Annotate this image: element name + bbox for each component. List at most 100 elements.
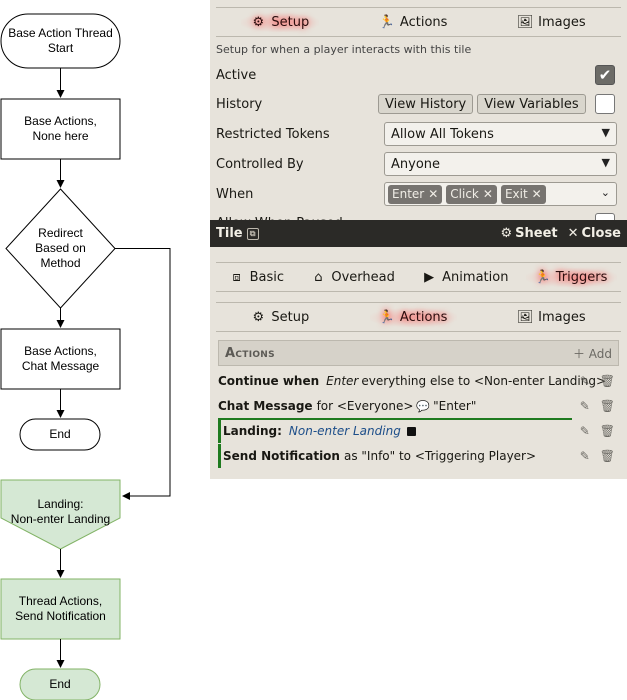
sheet-button[interactable]: ⚙ Sheet: [500, 226, 557, 241]
tab-triggers-label: Triggers: [555, 269, 608, 285]
node-thread-label: Thread Actions, Send Notification: [15, 594, 106, 623]
main-tabs: ⧈ Basic ⌂ Overhead ▶ Animation 🏃 Trigger…: [216, 262, 621, 292]
chevron-down-icon: ▼: [601, 156, 610, 169]
node-end2-shape: [19, 668, 101, 700]
action-row-chat[interactable]: Chat Message for <Everyone> 💬 "Enter" ✎🗑: [218, 394, 619, 418]
remove-icon[interactable]: ✕: [482, 187, 493, 201]
restricted-label: Restricted Tokens: [216, 126, 330, 142]
action-detail: everything else to <Non-enter Landing>: [361, 374, 606, 388]
landing-divider: [218, 418, 572, 420]
node-redirect-label: Redirect Based on Method: [35, 226, 86, 270]
subtab-actions[interactable]: 🏃 Actions: [369, 307, 458, 327]
setup-hint: Setup for when a player interacts with t…: [216, 43, 472, 56]
window-title: Tile: [216, 226, 243, 241]
home-icon: ⌂: [314, 269, 323, 285]
when-label: When: [216, 186, 254, 202]
close-button[interactable]: ✕ Close: [568, 226, 621, 241]
when-tag-click[interactable]: Click✕: [446, 184, 497, 204]
node-base2-shape: [0, 328, 121, 390]
gear-icon: ⚙: [500, 226, 513, 241]
subtab-actions-label: Actions: [399, 309, 448, 325]
trigger-subtabs: ⚙ Setup 🏃 Actions 🖼 Images: [216, 302, 621, 332]
node-base2-label: Base Actions, Chat Message: [21, 344, 100, 373]
running-icon: 🏃: [378, 309, 396, 325]
window-header[interactable]: Tile ⧉ ⚙ Sheet ✕ Close: [210, 220, 627, 247]
action-target: for <Everyone>: [316, 399, 414, 413]
edit-icon[interactable]: ✎: [579, 449, 590, 463]
gear-icon: ⚙: [252, 309, 265, 325]
remove-icon[interactable]: ✕: [428, 187, 439, 201]
remove-icon[interactable]: ✕: [531, 187, 542, 201]
node-start-label: Base Action Thread Start: [8, 26, 113, 55]
history-checkbox[interactable]: [595, 94, 615, 114]
edit-icon[interactable]: ✎: [579, 399, 590, 413]
trash-icon[interactable]: 🗑: [599, 374, 615, 388]
flowchart-shapes: [0, 13, 171, 700]
tab-basic[interactable]: ⧈ Basic: [220, 268, 294, 287]
sheet-label: Sheet: [515, 226, 558, 241]
tile-config-window: Tile ⧉ ⚙ Sheet ✕ Close ⧈ Basic ⌂ Overhea…: [210, 220, 627, 479]
subtab-setup[interactable]: ⚙ Setup: [241, 308, 319, 327]
image-icon: 🖼: [516, 14, 534, 30]
action-type: Landing:: [223, 424, 282, 438]
node-landing-shape: [0, 479, 121, 550]
action-detail: "Enter": [433, 399, 477, 413]
controlled-value: Anyone: [391, 156, 441, 172]
stop-icon: [406, 426, 416, 436]
trash-icon[interactable]: 🗑: [599, 449, 615, 463]
action-trigger: Enter: [326, 374, 359, 388]
active-checkbox[interactable]: ✔: [595, 65, 615, 85]
view-variables-button[interactable]: View Variables: [477, 94, 586, 114]
row-restricted: Restricted Tokens Allow All Tokens ▼: [216, 121, 619, 147]
subtab-images[interactable]: 🖼 Images: [508, 308, 596, 327]
add-label: Add: [588, 346, 612, 361]
add-action-button[interactable]: ＋ Add: [572, 346, 612, 361]
node-end1-shape: [19, 418, 101, 451]
landing-name: Non-enter Landing: [288, 424, 401, 438]
tab-setup[interactable]: ⚙ Setup: [241, 12, 320, 32]
edit-icon[interactable]: ✎: [579, 374, 590, 388]
restricted-tokens-select[interactable]: Allow All Tokens ▼: [384, 122, 617, 146]
tab-overhead[interactable]: ⌂ Overhead: [301, 268, 405, 287]
tab-triggers[interactable]: 🏃 Triggers: [525, 267, 618, 287]
tab-basic-label: Basic: [249, 269, 285, 285]
action-row-continue[interactable]: Continue when Enter everything else to <…: [218, 369, 619, 393]
close-label: Close: [581, 226, 621, 241]
chat-bubble-icon: 💬: [416, 399, 431, 413]
actions-title: Actions: [225, 345, 275, 361]
tab-animation[interactable]: ▶ Animation: [412, 268, 518, 287]
row-active: Active ✔: [216, 62, 619, 88]
when-tag-exit-label: Exit: [504, 187, 528, 201]
running-icon: 🏃: [534, 269, 551, 285]
when-tag-exit[interactable]: Exit✕: [500, 184, 546, 204]
view-history-button[interactable]: View History: [378, 94, 474, 114]
subtab-images-label: Images: [538, 309, 586, 325]
action-row-notification[interactable]: Send Notification as "Info" to <Triggeri…: [218, 444, 619, 468]
tab-setup-label: Setup: [271, 14, 310, 30]
edit-icon[interactable]: ✎: [579, 424, 590, 438]
tab-actions[interactable]: 🏃 Actions: [370, 13, 458, 32]
node-base1-label: Base Actions, None here: [24, 114, 97, 143]
when-tag-enter[interactable]: Enter✕: [388, 184, 443, 204]
tab-images[interactable]: 🖼 Images: [508, 13, 596, 32]
image-icon: 🖼: [516, 309, 534, 325]
controlled-label: Controlled By: [216, 156, 304, 172]
play-icon: ▶: [424, 269, 435, 285]
active-label: Active: [216, 67, 257, 83]
trash-icon[interactable]: 🗑: [599, 424, 615, 438]
action-row-landing[interactable]: Landing: Non-enter Landing ✎ 🗑: [218, 419, 619, 443]
node-end2-label: End: [49, 677, 71, 691]
trash-icon[interactable]: 🗑: [599, 399, 615, 413]
row-controlled: Controlled By Anyone ▼: [216, 151, 619, 177]
cubes-icon: ⧈: [232, 269, 241, 285]
node-landing-label: Landing: Non-enter Landing: [10, 497, 111, 526]
history-label: History: [216, 96, 263, 112]
when-multiselect[interactable]: Enter✕ Click✕ Exit✕ ⌄: [384, 182, 617, 206]
gear-icon: ⚙: [252, 14, 265, 30]
node-end1-label: End: [49, 427, 71, 441]
copy-uuid-icon[interactable]: ⧉: [246, 227, 259, 240]
chevron-down-icon: ▼: [601, 126, 610, 139]
running-icon: 🏃: [378, 14, 396, 30]
close-icon: ✕: [567, 226, 579, 241]
controlled-by-select[interactable]: Anyone ▼: [384, 152, 617, 176]
